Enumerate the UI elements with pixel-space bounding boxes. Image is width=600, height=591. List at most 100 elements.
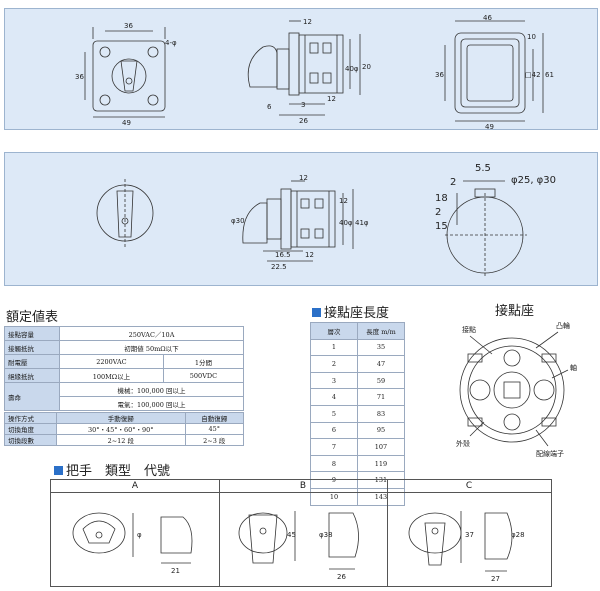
dim-right-36: 36 bbox=[435, 71, 444, 79]
mid-drawing-panel: 12 φ30 12 40φ 41φ 16.5 12 22.5 5.5 φ25, … bbox=[4, 152, 598, 286]
rating-value-extra: 500VDC bbox=[162, 368, 245, 383]
table-row: 壽命 機械：100,000 回以上 bbox=[4, 382, 244, 411]
rating-value: 100MΩ以上 bbox=[59, 368, 164, 383]
dim-front-hole: 4-φ bbox=[165, 39, 177, 47]
op-cell: 45° bbox=[184, 423, 245, 435]
layer-cell: 7 bbox=[310, 438, 358, 456]
length-cell: 107 bbox=[357, 438, 405, 456]
layer-cell: 3 bbox=[310, 371, 358, 390]
op-cell: 切換段數 bbox=[4, 434, 57, 446]
top-drawing-panel: 36 36 4-φ 49 12 20 40φ 6 3 12 26 46 10 3… bbox=[4, 8, 598, 131]
table-row: 切換段數 2~12 段 2~3 段 bbox=[4, 434, 245, 446]
op-header: 自動復歸 bbox=[184, 412, 245, 424]
handle-a-dim-phi: φ bbox=[137, 531, 142, 539]
rating-label: 絕緣抵抗 bbox=[4, 368, 60, 383]
length-cell: 59 bbox=[357, 371, 405, 390]
rating-label: 接點容量 bbox=[4, 326, 60, 341]
length-cell: 83 bbox=[357, 404, 405, 423]
contact-label-point: 接點 bbox=[462, 325, 476, 334]
layer-cell: 6 bbox=[310, 421, 358, 440]
dim-front-36-top: 36 bbox=[124, 22, 133, 30]
handle-col-header-a: A bbox=[51, 480, 219, 493]
contact-label-case: 外殼 bbox=[456, 439, 470, 448]
length-table-title: 接點座長度 bbox=[312, 302, 389, 321]
length-table-title-text: 接點座長度 bbox=[324, 306, 390, 321]
dim-right-61: 61 bbox=[545, 71, 554, 79]
layer-cell: 2 bbox=[310, 355, 358, 373]
layer-cell: 5 bbox=[310, 404, 358, 423]
dim-side-40: 40φ bbox=[345, 65, 359, 73]
rating-value: 初期値 50mΩ以下 bbox=[59, 340, 244, 355]
rating-value-extra: 1分間 bbox=[162, 354, 245, 369]
dim-side-20: 20 bbox=[362, 63, 371, 71]
handle-a-dim-21: 21 bbox=[171, 567, 180, 575]
rating-table: 接點容量 250VAC／10A 接觸抵抗 初期値 50mΩ以下 耐電壓 2200… bbox=[4, 326, 245, 411]
section-square-icon bbox=[312, 308, 321, 317]
rating-label: 接觸抵抗 bbox=[4, 340, 60, 355]
contact-base-drawing: 接點 凸輪 軸 外殼 配線端子 bbox=[456, 321, 577, 458]
op-cell: 2~3 段 bbox=[184, 434, 245, 446]
length-cell: 95 bbox=[357, 421, 405, 440]
contact-label-shaft: 軸 bbox=[570, 363, 577, 372]
handle-col-header-c: C bbox=[387, 480, 551, 493]
table-row: 切換角度 30°・45°・60°・90° 45° bbox=[4, 423, 245, 435]
contact-label-cam: 凸輪 bbox=[556, 321, 570, 330]
handle-b-dim-45: 45 bbox=[287, 531, 296, 539]
column-divider bbox=[387, 480, 388, 586]
handle-b-dim-38: φ38 bbox=[319, 531, 333, 539]
handle-types-box: A B C φ 21 bbox=[50, 479, 552, 587]
dim-mid-12b: 12 bbox=[339, 197, 348, 205]
op-header: 操作方式 bbox=[4, 412, 57, 424]
operation-table: 操作方式 手動復歸 自動復歸 切換角度 30°・45°・60°・90° 45° … bbox=[4, 412, 245, 446]
dim-side-3: 3 bbox=[301, 101, 305, 109]
handle-b-dim-26: 26 bbox=[337, 573, 346, 581]
layer-cell: 8 bbox=[310, 454, 358, 473]
contact-base-title: 接點座 bbox=[495, 304, 535, 319]
table-header-row: 操作方式 手動復歸 自動復歸 bbox=[4, 412, 245, 424]
layer-cell: 4 bbox=[310, 388, 358, 406]
dim-front-49: 49 bbox=[122, 119, 131, 127]
op-cell: 30°・45°・60°・90° bbox=[56, 423, 186, 435]
top-technical-drawing: 36 36 4-φ 49 12 20 40φ 6 3 12 26 46 10 3… bbox=[75, 14, 554, 131]
dim-side-12b: 12 bbox=[327, 95, 336, 103]
dim-mid-22-5: 22.5 bbox=[271, 263, 287, 271]
table-row: 耐電壓 2200VAC 1分間 bbox=[4, 354, 245, 369]
handle-types-title-text: 把手 類型 代號 bbox=[66, 464, 171, 479]
dim-side-26: 26 bbox=[299, 117, 308, 125]
dim-mid-phi: φ25, φ30 bbox=[511, 175, 556, 186]
handle-c-dim-37: 37 bbox=[465, 531, 474, 539]
rating-label: 壽命 bbox=[4, 382, 60, 411]
length-header: 長度 m/m bbox=[357, 322, 405, 340]
op-cell: 切換角度 bbox=[4, 423, 57, 435]
op-header: 手動復歸 bbox=[56, 412, 186, 424]
column-divider bbox=[219, 480, 220, 586]
dim-mid-15: 15 bbox=[435, 221, 448, 232]
rating-value: 250VAC／10A bbox=[59, 326, 244, 341]
length-cell: 47 bbox=[357, 355, 405, 373]
table-row: 接點容量 250VAC／10A bbox=[4, 326, 244, 341]
dim-mid-2a: 2 bbox=[450, 177, 456, 188]
dim-right-49: 49 bbox=[485, 123, 494, 129]
dim-right-46: 46 bbox=[483, 14, 492, 22]
contact-label-terminal: 配線端子 bbox=[536, 449, 564, 458]
dim-front-36-left: 36 bbox=[75, 73, 84, 81]
dim-side-12: 12 bbox=[303, 18, 312, 26]
dim-mid-40: 40φ bbox=[339, 219, 353, 227]
table-row: 電氣：100,000 回以上 bbox=[5, 396, 244, 411]
dim-side-6: 6 bbox=[267, 103, 272, 111]
handle-col-header-b: B bbox=[219, 480, 387, 493]
dim-mid-5-5: 5.5 bbox=[475, 163, 491, 174]
rating-value: 2200VAC bbox=[59, 354, 164, 369]
handle-c-dim-27: 27 bbox=[491, 575, 500, 583]
handle-c-dim-28: φ28 bbox=[511, 531, 525, 539]
section-square-icon bbox=[54, 466, 63, 475]
length-cell: 71 bbox=[357, 388, 405, 406]
